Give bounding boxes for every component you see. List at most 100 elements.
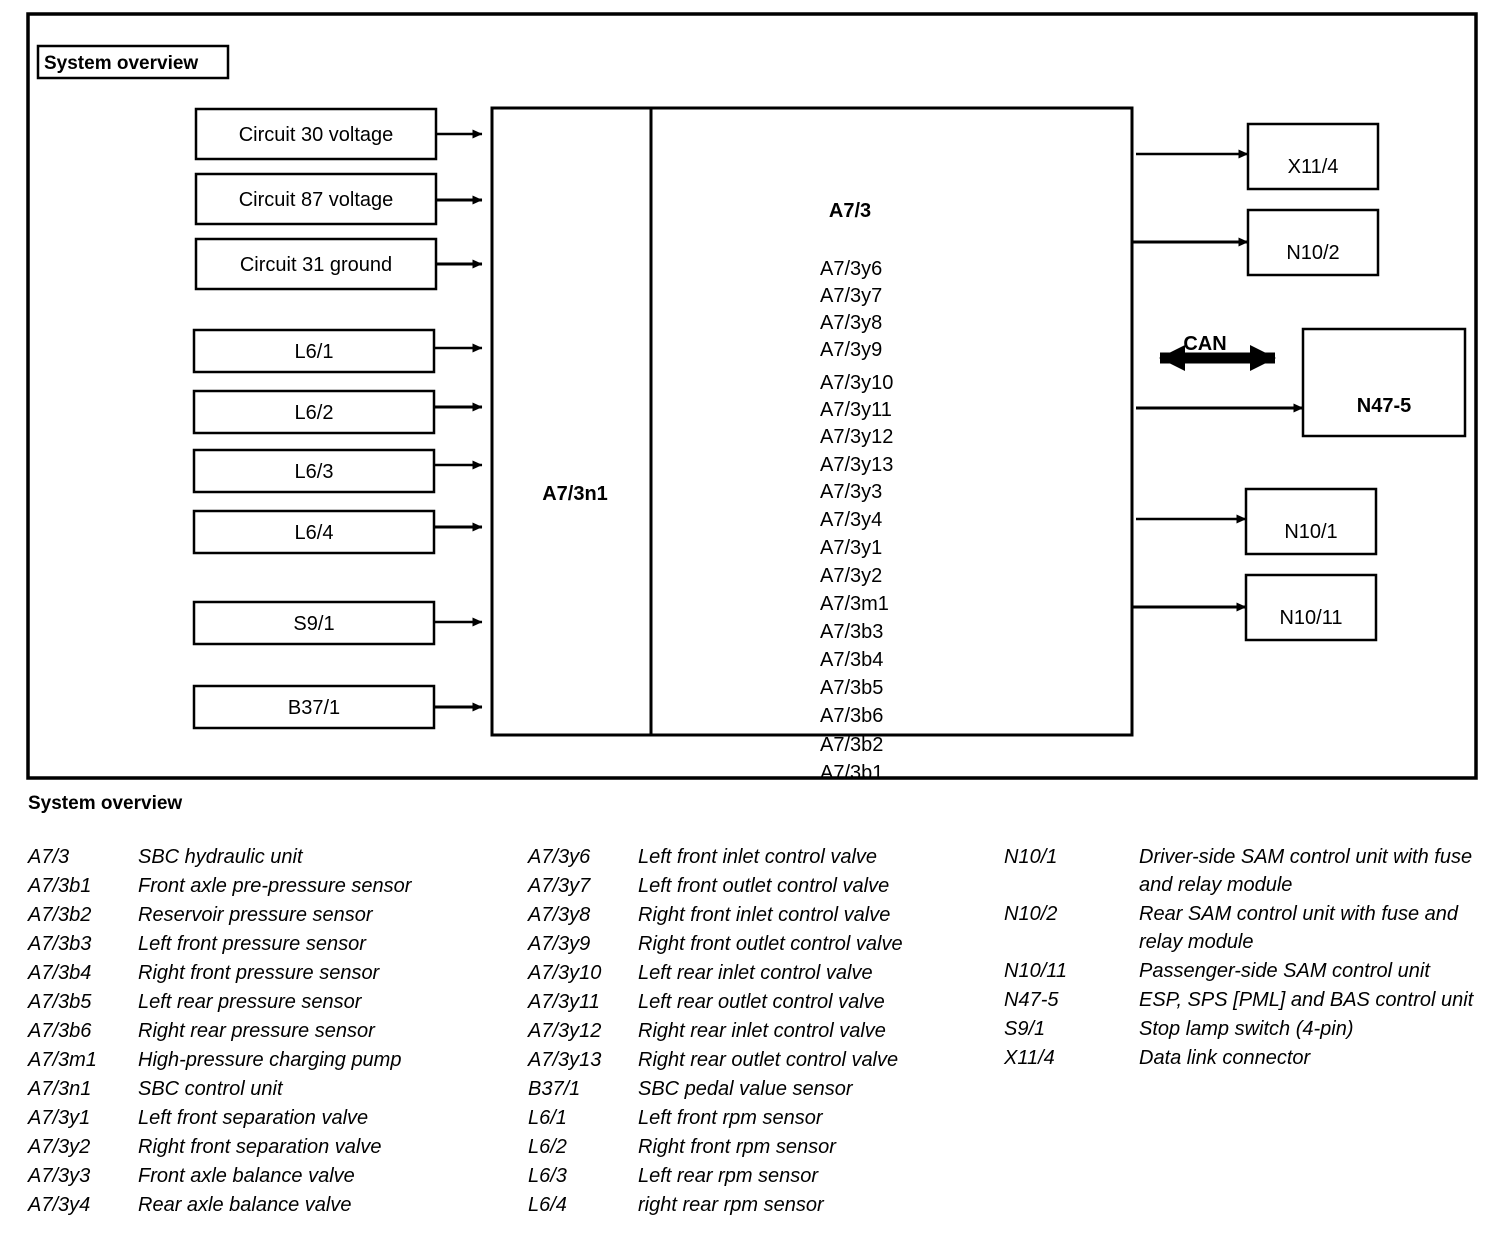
legend-description: Left front separation valve bbox=[138, 1107, 369, 1129]
legend-row: A7/3n1 SBC control unit bbox=[28, 1075, 518, 1103]
input-box-l6-4[interactable]: L6/4 bbox=[192, 509, 483, 555]
legend-description: Left rear outlet control valve bbox=[638, 991, 885, 1013]
output-box-label: N47-5 bbox=[1357, 395, 1411, 417]
component-item: A7/3y4 bbox=[820, 509, 882, 531]
legend-code: A7/3y2 bbox=[28, 1136, 91, 1158]
legend-code: A7/3y13 bbox=[528, 1049, 602, 1071]
component-item: A7/3b1 bbox=[820, 762, 883, 784]
badge-system-overview: System overview bbox=[36, 44, 230, 80]
input-box-circuit-31-ground[interactable]: Circuit 31 ground bbox=[194, 237, 483, 291]
legend-row: A7/3b4 Right front pressure sensor bbox=[28, 959, 518, 987]
legend-description: SBC hydraulic unit bbox=[138, 846, 303, 868]
legend-description: SBC control unit bbox=[138, 1078, 283, 1100]
legend-description: Left front inlet control valve bbox=[638, 846, 878, 868]
output-box-n10-1[interactable]: N10/1 bbox=[1136, 487, 1378, 556]
legend-row: A7/3b1 Front axle pre-pressure sensor bbox=[28, 872, 518, 900]
output-box-label: N10/11 bbox=[1279, 607, 1342, 629]
legend-description: Driver-side SAM control unit with fuse a… bbox=[1139, 846, 1473, 896]
legend-column-3: N10/1 Driver-side SAM control unit with f… bbox=[1004, 843, 1474, 1073]
input-box-label: B37/1 bbox=[288, 697, 340, 719]
component-item: A7/3b6 bbox=[820, 705, 883, 727]
diagram-frame bbox=[26, 12, 1478, 780]
legend-code: L6/3 bbox=[528, 1165, 567, 1187]
legend-code: N10/11 bbox=[1004, 960, 1068, 982]
legend-description: Right front pressure sensor bbox=[138, 962, 380, 984]
legend-code: N10/2 bbox=[1004, 903, 1058, 925]
legend-code: A7/3b1 bbox=[28, 875, 92, 897]
input-box-s9-1[interactable]: S9/1 bbox=[192, 600, 483, 646]
legend-description: High-pressure charging pump bbox=[138, 1049, 402, 1071]
legend-description: Front axle pre-pressure sensor bbox=[138, 875, 412, 897]
component-item: A7/3b3 bbox=[820, 621, 883, 643]
component-item: A7/3y8 bbox=[820, 312, 882, 334]
input-box-l6-1[interactable]: L6/1 bbox=[192, 328, 483, 374]
output-box-label: X11/4 bbox=[1288, 156, 1339, 178]
legend-description: Right front separation valve bbox=[138, 1136, 382, 1158]
legend-description: Left front outlet control valve bbox=[638, 875, 890, 897]
legend-description: Reservoir pressure sensor bbox=[138, 904, 373, 926]
component-item: A7/3y12 bbox=[820, 426, 893, 448]
input-box-circuit-87-voltage[interactable]: Circuit 87 voltage bbox=[194, 172, 483, 226]
component-item: A7/3y10 bbox=[820, 372, 893, 394]
legend-code: A7/3b4 bbox=[28, 962, 92, 984]
legend-row: A7/3y10 Left rear inlet control valve bbox=[528, 959, 998, 987]
input-box-circuit-30-voltage[interactable]: Circuit 30 voltage bbox=[194, 107, 483, 161]
can-label: CAN bbox=[1183, 333, 1226, 355]
legend-code: N10/1 bbox=[1004, 846, 1058, 868]
legend-code: L6/1 bbox=[528, 1107, 567, 1129]
output-box-label: N10/1 bbox=[1284, 521, 1337, 543]
component-item: A7/3y3 bbox=[820, 481, 882, 503]
legend-code: A7/3n1 bbox=[28, 1078, 92, 1100]
output-box-n10-11[interactable]: N10/11 bbox=[1133, 573, 1378, 642]
output-box-label: N10/2 bbox=[1286, 242, 1339, 264]
legend-code: N47-5 bbox=[1004, 989, 1059, 1011]
input-box-l6-2[interactable]: L6/2 bbox=[192, 389, 483, 435]
main-block-right-label: A7/3 bbox=[829, 200, 871, 222]
legend-row: L6/3 Left rear rpm sensor bbox=[528, 1162, 998, 1190]
component-item: A7/3b2 bbox=[820, 734, 883, 756]
component-item: A7/3y11 bbox=[820, 399, 892, 421]
legend-code: B37/1 bbox=[528, 1078, 581, 1100]
input-box-b37-1[interactable]: B37/1 bbox=[192, 684, 483, 730]
badge-label: System overview bbox=[44, 53, 198, 74]
input-box-label: Circuit 30 voltage bbox=[239, 124, 394, 146]
legend-row: A7/3y2 Right front separation valve bbox=[28, 1133, 518, 1161]
legend-description: Stop lamp switch (4-pin) bbox=[1139, 1018, 1354, 1040]
legend-code: A7/3b5 bbox=[28, 991, 92, 1013]
component-item: A7/3y9 bbox=[820, 339, 882, 361]
output-box-n10-2[interactable]: N10/2 bbox=[1133, 208, 1380, 277]
legend-description: Left rear rpm sensor bbox=[638, 1165, 819, 1187]
legend-description: Data link connector bbox=[1139, 1047, 1311, 1069]
legend-code: A7/3y4 bbox=[28, 1194, 91, 1216]
legend-description: Right front outlet control valve bbox=[638, 933, 903, 955]
main-block-component-list: A7/3y6 A7/3y7 A7/3y8 A7/3y9 A7/3y10 A7/3… bbox=[820, 258, 893, 784]
legend-row: X11/4 Data link connector bbox=[1004, 1044, 1474, 1072]
legend-code: A7/3y12 bbox=[528, 1020, 602, 1042]
legend-code: A7/3b2 bbox=[28, 904, 92, 926]
legend-description: ESP, SPS [PML] and BAS control unit bbox=[1139, 989, 1474, 1011]
legend-code: A7/3y6 bbox=[528, 846, 591, 868]
output-box-x11-4[interactable]: X11/4 bbox=[1136, 122, 1380, 191]
output-box-n47-5[interactable]: N47-5 bbox=[1301, 327, 1467, 438]
legend-description: Front axle balance valve bbox=[138, 1165, 355, 1187]
legend-description: Left rear inlet control valve bbox=[638, 962, 873, 984]
input-box-l6-3[interactable]: L6/3 bbox=[192, 448, 483, 494]
legend-code: X11/4 bbox=[1004, 1047, 1055, 1069]
component-item: A7/3b5 bbox=[820, 677, 883, 699]
legend-code: A7/3y10 bbox=[528, 962, 602, 984]
input-box-label: L6/3 bbox=[295, 461, 334, 483]
input-box-label: L6/4 bbox=[295, 522, 334, 544]
